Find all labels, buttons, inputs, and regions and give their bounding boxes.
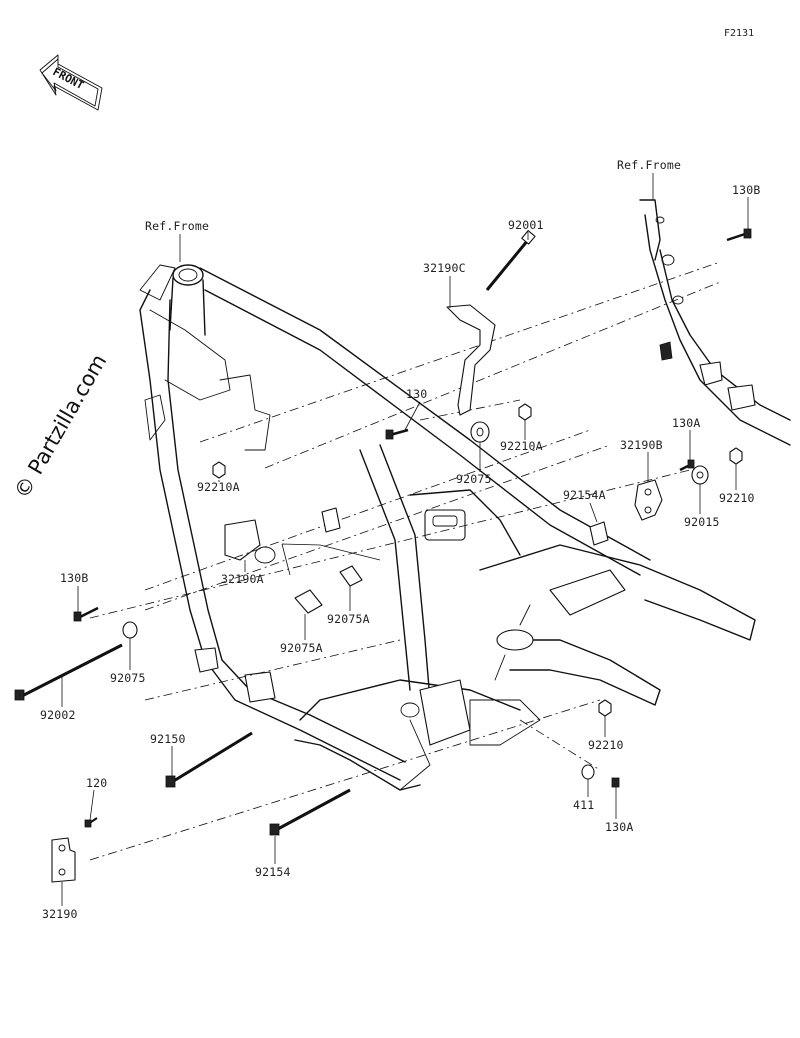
part-label: 411 — [573, 798, 594, 812]
part-label: 92075A — [327, 612, 370, 626]
watermark: © Partzilla.com — [10, 350, 112, 502]
figure-code: F2131 — [724, 28, 754, 39]
ref-frame-rear-label: Ref.Frome — [617, 158, 681, 172]
part-label: 32190B — [620, 438, 663, 452]
front-arrow-icon: FRONT — [39, 54, 103, 111]
part-label: 32190A — [221, 572, 264, 586]
part-label: 92210 — [588, 738, 624, 752]
parts — [14, 228, 752, 883]
part-label: 92210A — [500, 439, 543, 453]
ref-frame-main-label: Ref.Frome — [145, 219, 209, 233]
nut-icon — [598, 699, 612, 717]
part-label: 92002 — [40, 708, 76, 722]
part-label: 92154A — [563, 488, 606, 502]
part-labels: 92001 32190C 130 92210A 92210A 92075 130… — [40, 183, 761, 921]
part-label: 92075 — [456, 472, 492, 486]
assembly-lines — [89, 261, 721, 861]
nut-icon — [518, 403, 532, 421]
part-label: 32190C — [423, 261, 466, 275]
part-label: 92001 — [508, 218, 544, 232]
main-frame — [139, 264, 756, 791]
part-label: 130B — [732, 183, 761, 197]
nut-icon — [212, 461, 226, 479]
part-label: 92075A — [280, 641, 323, 655]
nut-icon — [729, 447, 743, 465]
part-label: 92150 — [150, 732, 186, 746]
part-label: 130B — [60, 571, 89, 585]
rear-frame — [639, 199, 791, 446]
part-label: 92075 — [110, 671, 146, 685]
part-label: 92210 — [719, 491, 755, 505]
part-label: 92210A — [197, 480, 240, 494]
part-label: 92154 — [255, 865, 291, 879]
part-label: 92015 — [684, 515, 720, 529]
part-label: 120 — [86, 776, 107, 790]
part-label: 130A — [605, 820, 634, 834]
part-label: 130 — [406, 387, 427, 401]
part-label: 130A — [672, 416, 701, 430]
part-label: 32190 — [42, 907, 78, 921]
